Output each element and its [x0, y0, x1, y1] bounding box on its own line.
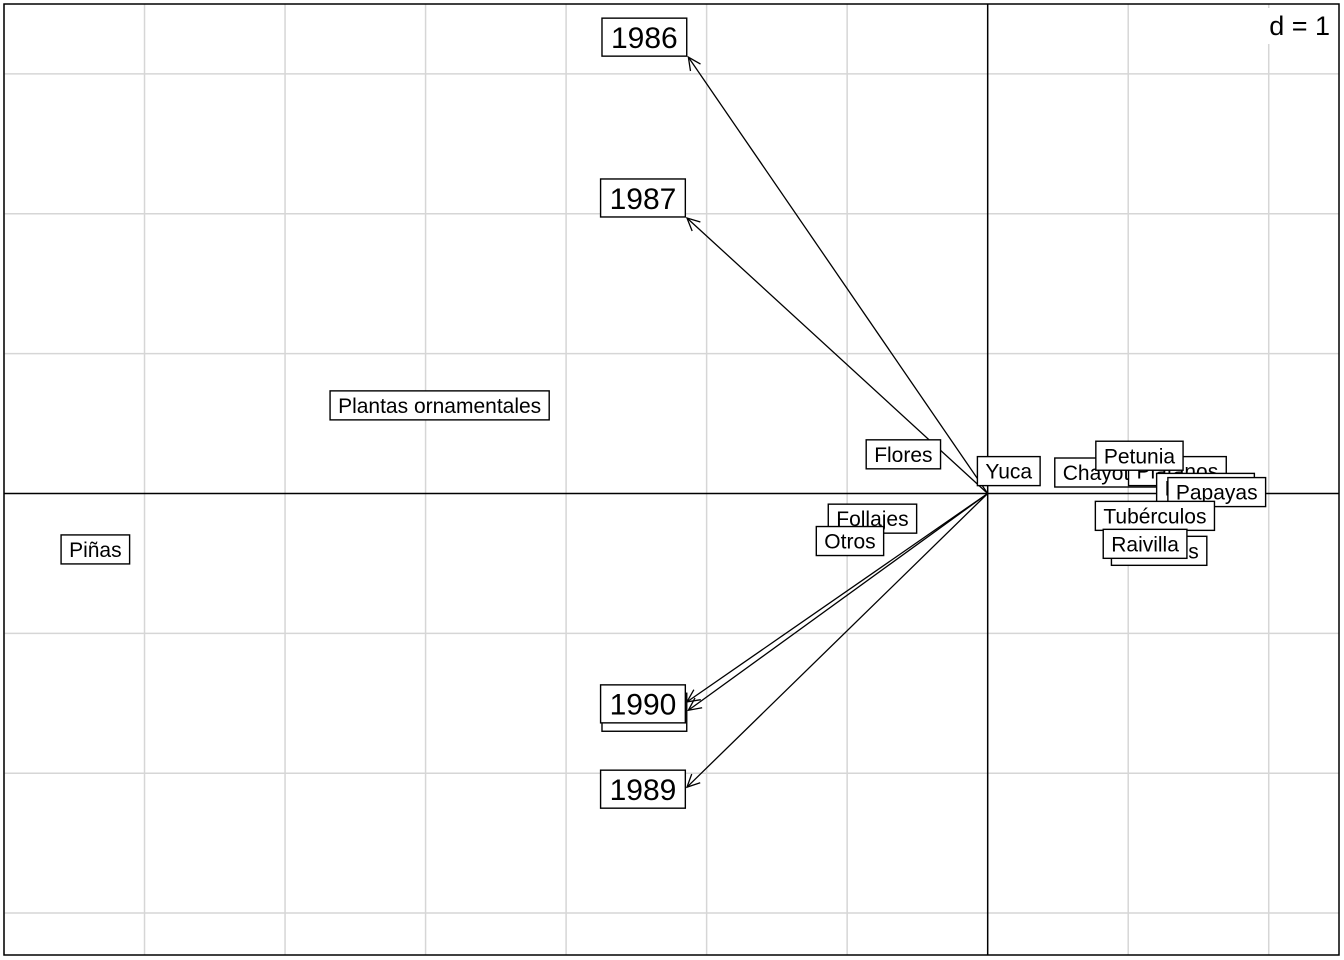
arrow-head: [687, 55, 701, 72]
column-label-1986-text: 1986: [611, 22, 678, 55]
column-label-1987: 1987: [599, 178, 687, 218]
arrow-shaft: [687, 492, 989, 711]
column-label-1986: 1986: [601, 17, 688, 57]
column-label-1986-box: [601, 17, 688, 57]
row-label-otros-text: Otros: [824, 531, 875, 554]
column-label-1990-box: [599, 684, 687, 724]
column-arrow-1987: [685, 216, 989, 494]
row-label-otros: Otros: [815, 525, 885, 557]
row-label-raivilla: Raivilla: [1102, 528, 1188, 560]
row-label-yuca-text: Yuca: [985, 461, 1032, 484]
arrow-head: [687, 697, 703, 712]
row-label-piñas-text: Piñas: [69, 539, 122, 562]
row-label-yuca: Yuca: [976, 455, 1041, 487]
column-arrow-1986: [687, 55, 989, 494]
column-arrows: [685, 55, 989, 789]
arrow-head: [685, 773, 701, 789]
plot-border: [3, 3, 1340, 956]
row-label-papayas-text: Papayas: [1176, 482, 1258, 505]
arrow-shaft: [686, 493, 989, 788]
row-label-flores-text: Flores: [874, 444, 932, 467]
row-label-piñas: Piñas: [60, 534, 131, 565]
row-label-raivilla-box: [1102, 528, 1188, 560]
scale-label: d = 1: [1269, 11, 1330, 41]
column-label-1990-text: 1990: [610, 689, 677, 722]
row-label-otros-box: [815, 525, 885, 557]
row-label-papayas-box: [1167, 476, 1267, 508]
row-label-tubérculos-box: [1094, 500, 1216, 532]
row-label-follajes-text: Follajes: [836, 508, 908, 531]
column-arrow-1988: [687, 492, 989, 712]
row-label-yuca-box: [976, 455, 1041, 487]
column-label-1989-text: 1989: [610, 774, 677, 807]
row-label-plantas-ornamentales: Plantas ornamentales: [329, 390, 550, 421]
row-label-raivilla-text: Raivilla: [1111, 533, 1179, 556]
column-arrow-1989: [685, 493, 989, 789]
row-label-tubérculos: Tubérculos: [1094, 500, 1216, 532]
column-labels: 19861987198819901989: [599, 17, 688, 809]
column-label-1990: 1990: [599, 684, 687, 724]
row-label-petunia-box: [1095, 440, 1184, 471]
row-label-flores: Flores: [865, 439, 942, 470]
row-label-petunia-text: Petunia: [1104, 445, 1176, 468]
scale-legend: d = 1: [1252, 8, 1336, 44]
row-label-plantas-ornamentales-text: Plantas ornamentales: [338, 395, 541, 418]
row-label-tubérculos-text: Tubérculos: [1103, 505, 1206, 528]
column-label-1989: 1989: [599, 769, 687, 809]
arrow-head: [685, 216, 701, 232]
column-label-1987-text: 1987: [610, 183, 677, 216]
arrow-shaft: [686, 217, 989, 494]
row-label-piñas-box: [60, 534, 131, 565]
row-label-plantas-ornamentales-box: [329, 390, 550, 421]
row-label-papayas: Papayas: [1167, 476, 1267, 508]
arrow-shaft: [687, 56, 989, 494]
column-label-1989-box: [599, 769, 687, 809]
row-labels: Piñas Plantas ornamentalesFloresYucaFolla…: [60, 390, 1267, 567]
row-label-flores-box: [865, 439, 942, 470]
row-label-petunia: Petunia: [1095, 440, 1184, 471]
column-label-1987-box: [599, 178, 687, 218]
arrow-shaft: [686, 492, 989, 703]
